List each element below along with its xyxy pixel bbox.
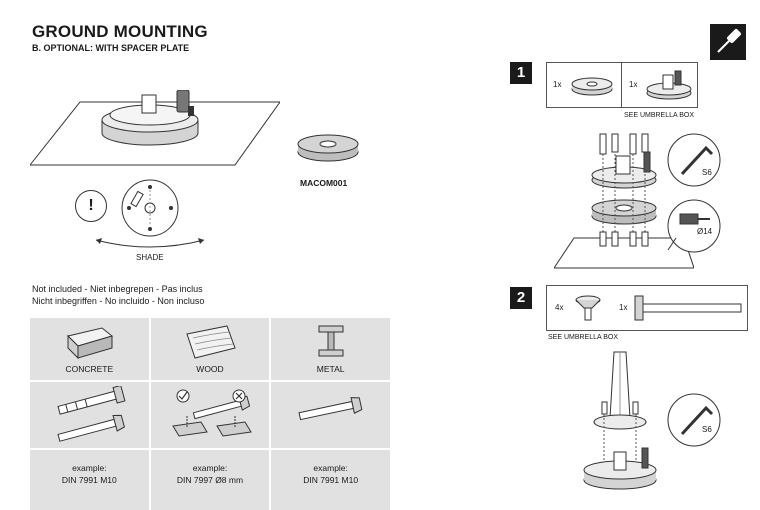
step-2-number: 2 [510, 287, 532, 309]
tool-label: S6 [702, 168, 712, 177]
material-cell-wood: WOOD [150, 318, 270, 380]
anchor-bolt-icon [57, 386, 126, 442]
fastener-cell-concrete [30, 382, 149, 448]
step-2-parts-box: 4x 1x [546, 285, 748, 331]
i-beam-icon [318, 325, 344, 357]
tool-label: Ø14 [697, 227, 713, 236]
example-value: DIN 7997 Ø8 mm [176, 475, 244, 485]
wood-screw-diagram [171, 389, 252, 437]
material-cell-metal: METAL [271, 318, 390, 380]
top-view-diagram [121, 179, 179, 237]
tool-label: S6 [702, 425, 712, 434]
mounting-base-part-icon [646, 70, 692, 100]
example-cell-wood: example: DIN 7997 Ø8 mm [150, 450, 270, 510]
bolt-part-icon [575, 295, 601, 321]
allen-key-icon [667, 133, 721, 187]
material-label: METAL [316, 364, 345, 374]
part-qty: 4x [555, 303, 564, 312]
step-2-assembly-diagram [583, 351, 657, 490]
drill-icon [667, 199, 721, 253]
material-cell-concrete: CONCRETE [30, 318, 149, 380]
spacer-plate-part-icon [571, 77, 613, 96]
fastener-cell-metal [271, 382, 390, 448]
example-label: example: [313, 463, 348, 473]
not-included-line-2: Nicht inbegriffen - No incluido - Non in… [32, 296, 205, 306]
shade-arrow [95, 238, 205, 248]
not-included-line-1: Not included - Niet inbegrepen - Pas inc… [32, 284, 203, 294]
exclamation-icon: ! [75, 190, 107, 222]
fastener-cell-wood [150, 382, 270, 448]
check-icon [176, 389, 190, 403]
example-value: DIN 7991 M10 [303, 475, 359, 485]
page-title: GROUND MOUNTING [32, 22, 208, 41]
step-1-number: 1 [510, 62, 532, 84]
screwdriver-icon [710, 24, 746, 60]
step-1-parts-box: 1x 1x [546, 62, 698, 108]
material-label: WOOD [196, 364, 224, 374]
umbrella-pole-part-icon [634, 295, 742, 321]
shade-label: SHADE [136, 253, 164, 262]
example-cell-concrete: example: DIN 7991 M10 [30, 450, 149, 510]
wood-plank-icon [186, 325, 236, 359]
step-1-see-box: SEE UMBRELLA BOX [624, 112, 695, 119]
example-label: example: [192, 463, 228, 473]
part-code: MACOM001 [300, 178, 348, 188]
part-qty: 1x [553, 80, 562, 89]
page-subtitle: B. OPTIONAL: WITH SPACER PLATE [32, 43, 190, 53]
metal-bolt-icon [298, 397, 363, 421]
part-qty: 1x [629, 80, 638, 89]
step-2-see-box: SEE UMBRELLA BOX [548, 334, 619, 341]
material-label: CONCRETE [65, 364, 114, 374]
allen-key-icon [667, 393, 721, 447]
example-value: DIN 7991 M10 [61, 475, 117, 485]
materials-table: CONCRETE WOOD METAL [30, 318, 390, 510]
cross-icon [232, 389, 246, 403]
step-1-assembly-diagram [554, 133, 694, 269]
example-cell-metal: example: DIN 7991 M10 [271, 450, 390, 510]
concrete-block-icon [67, 327, 114, 360]
part-qty: 1x [619, 303, 628, 312]
spacer-plate-illustration [297, 134, 359, 162]
example-label: example: [72, 463, 107, 473]
ground-base-illustration [30, 90, 280, 166]
